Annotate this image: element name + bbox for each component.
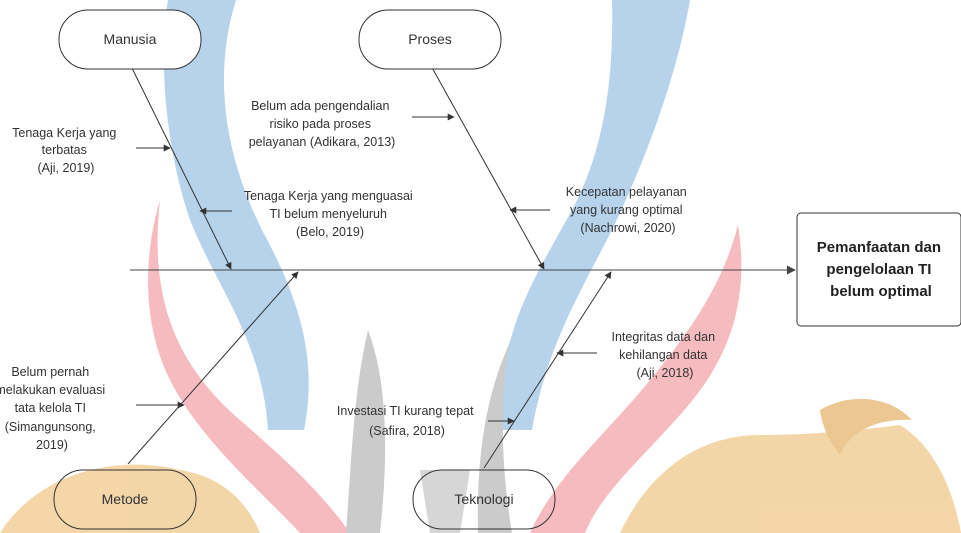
watermark-ornament-right	[620, 425, 961, 533]
effect-label: Pemanfaatan dan pengelolaan TI belum opt…	[817, 239, 945, 300]
cause-line: Tenaga Kerja yang menguasai	[244, 189, 413, 203]
cause-line: Investasi TI kurang tepat	[337, 404, 474, 418]
bone-proses	[430, 64, 544, 269]
cause-line: TI belum menyeluruh	[270, 207, 387, 221]
cause-line: (Nachrowi, 2020)	[580, 221, 675, 235]
cause-line: yang kurang optimal	[570, 203, 683, 217]
cause-line: risiko pada proses	[270, 117, 371, 131]
cause-line: tata kelola TI	[15, 401, 86, 415]
category-manusia-label: Manusia	[104, 31, 157, 47]
cause-line: 2019)	[36, 438, 68, 452]
cause-line: Kecepatan pelayanan	[566, 185, 687, 199]
cause-label-pengendalian-risiko: Belum ada pengendalian risiko pada prose…	[249, 99, 396, 149]
category-teknologi-label: Teknologi	[454, 491, 513, 507]
cause-label-kecepatan-pelayanan: Kecepatan pelayanan yang kurang optimal …	[566, 185, 690, 235]
effect-line-2: pengelolaan TI	[826, 261, 931, 278]
effect-line-1: Pemanfaatan dan	[817, 239, 941, 256]
effect-line-3: belum optimal	[830, 283, 932, 300]
cause-label-tenaga-kerja-terbatas: Tenaga Kerja yang terbatas (Aji, 2019)	[12, 126, 120, 175]
cause-line: terbatas	[42, 143, 87, 157]
cause-line: Belum ada pengendalian	[251, 99, 389, 113]
cause-line: (Simangunsong,	[5, 420, 96, 434]
category-manusia: Manusia	[59, 10, 201, 69]
cause-line: (Aji, 2019)	[38, 161, 95, 175]
cause-line: melakukan evaluasi	[0, 383, 105, 397]
category-proses: Proses	[359, 10, 501, 69]
cause-line: (Belo, 2019)	[296, 225, 364, 239]
effect-box: Pemanfaatan dan pengelolaan TI belum opt…	[797, 213, 961, 326]
cause-label-evaluasi-tata-kelola: Belum pernah melakukan evaluasi tata kel…	[0, 365, 109, 452]
category-metode-label: Metode	[102, 491, 149, 507]
category-proses-label: Proses	[408, 31, 452, 47]
cause-label-tenaga-kerja-menguasai: Tenaga Kerja yang menguasai TI belum men…	[244, 189, 416, 239]
cause-line: kehilangan data	[619, 348, 707, 362]
cause-line: (Safira, 2018)	[369, 424, 445, 438]
cause-line: (Aji, 2018)	[637, 366, 694, 380]
cause-line: pelayanan (Adikara, 2013)	[249, 135, 396, 149]
cause-line: Integritas data dan	[611, 330, 715, 344]
cause-line: Tenaga Kerja yang	[12, 126, 116, 140]
cause-line: Belum pernah	[11, 365, 89, 379]
